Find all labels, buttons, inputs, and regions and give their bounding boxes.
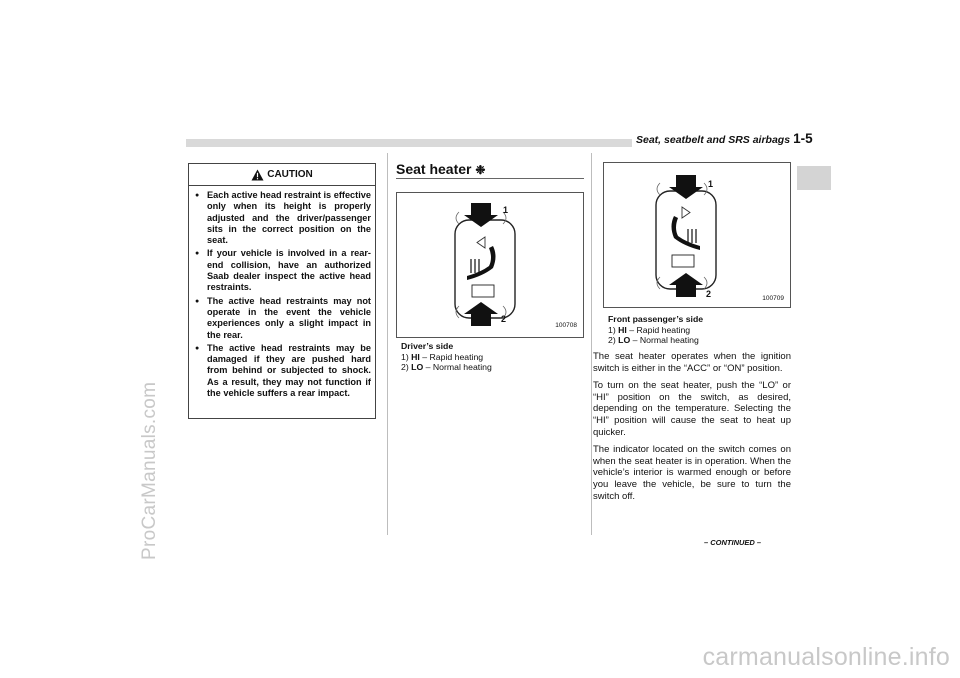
column-divider <box>591 153 592 535</box>
figure-code: 100709 <box>762 295 784 302</box>
caution-list: Each active head restraint is effective … <box>189 190 375 399</box>
figure-code: 100708 <box>555 322 577 329</box>
caption-item-label: LO <box>618 335 631 345</box>
driver-switch-figure: 1 2 100708 <box>396 192 584 338</box>
paragraph: To turn on the seat heater, push the “LO… <box>593 380 791 438</box>
caption-item: 1) HI – Rapid heating <box>608 325 788 336</box>
caution-header: CAUTION <box>189 164 375 186</box>
warning-icon <box>251 169 264 180</box>
callout-2: 2 <box>706 289 712 299</box>
caution-item: The active head restraints may not opera… <box>195 296 371 341</box>
caption-item: 2) LO – Normal heating <box>401 362 581 373</box>
caption-item-desc: – Rapid heating <box>419 351 484 362</box>
callout-1: 1 <box>708 179 714 189</box>
header-rule <box>186 139 632 147</box>
passenger-switch-illustration <box>655 175 717 297</box>
heading-rule <box>396 178 584 179</box>
caption-item-desc: – Rapid heating <box>626 324 691 335</box>
callout-2: 2 <box>501 314 507 324</box>
side-watermark: ProCarManuals.com <box>139 381 160 560</box>
page-number: 1-5 <box>793 131 813 146</box>
callout-1: 1 <box>503 205 509 215</box>
caption-item-label: LO <box>411 362 424 372</box>
caution-item: If your vehicle is involved in a rear-en… <box>195 248 371 293</box>
passenger-figure-caption: Front passenger’s side 1) HI – Rapid hea… <box>608 314 788 346</box>
press-arrow-down-icon <box>669 175 703 199</box>
caption-item-number: 2) <box>401 362 409 372</box>
bottom-watermark: carmanualsonline.info <box>702 643 950 671</box>
paragraph: The seat heater operates when the igniti… <box>593 351 791 374</box>
driver-switch-illustration <box>454 203 516 326</box>
continued-label: – CONTINUED – <box>704 538 762 547</box>
column-divider <box>387 153 388 535</box>
caution-item: Each active head restraint is effective … <box>195 190 371 246</box>
snowflake-icon: ❉ <box>475 163 486 177</box>
section-heading-text: Seat heater <box>396 161 472 177</box>
caption-item-number: 2) <box>608 335 616 345</box>
section-title: Seat, seatbelt and SRS airbags <box>636 134 791 146</box>
caution-title: CAUTION <box>267 169 313 180</box>
press-arrow-up-icon <box>669 273 703 297</box>
caption-item: 2) LO – Normal heating <box>608 335 788 346</box>
press-arrow-down-icon <box>464 203 498 227</box>
caption-item-label: HI <box>411 351 420 362</box>
caption-item-desc: – Normal heating <box>630 335 699 345</box>
caption-item-number: 1) <box>401 351 409 362</box>
caution-box: CAUTION Each active head restraint is ef… <box>188 163 376 419</box>
paragraph: The indicator located on the switch come… <box>593 444 791 502</box>
driver-figure-caption: Driver’s side 1) HI – Rapid heating 2) L… <box>401 341 581 373</box>
seat-heater-description: The seat heater operates when the igniti… <box>593 351 791 508</box>
caption-title: Driver’s side <box>401 341 454 351</box>
press-arrow-up-icon <box>464 302 498 326</box>
chapter-tab <box>797 166 831 190</box>
caption-item-label: HI <box>618 324 627 335</box>
section-heading: Seat heater ❉ <box>396 161 485 177</box>
caption-title: Front passenger’s side <box>608 314 704 324</box>
caption-item-desc: – Normal heating <box>423 362 492 372</box>
passenger-switch-figure: 1 2 100709 <box>603 162 791 308</box>
caption-item-number: 1) <box>608 324 616 335</box>
caution-item: The active head restraints may be damage… <box>195 343 371 399</box>
caption-item: 1) HI – Rapid heating <box>401 352 581 363</box>
